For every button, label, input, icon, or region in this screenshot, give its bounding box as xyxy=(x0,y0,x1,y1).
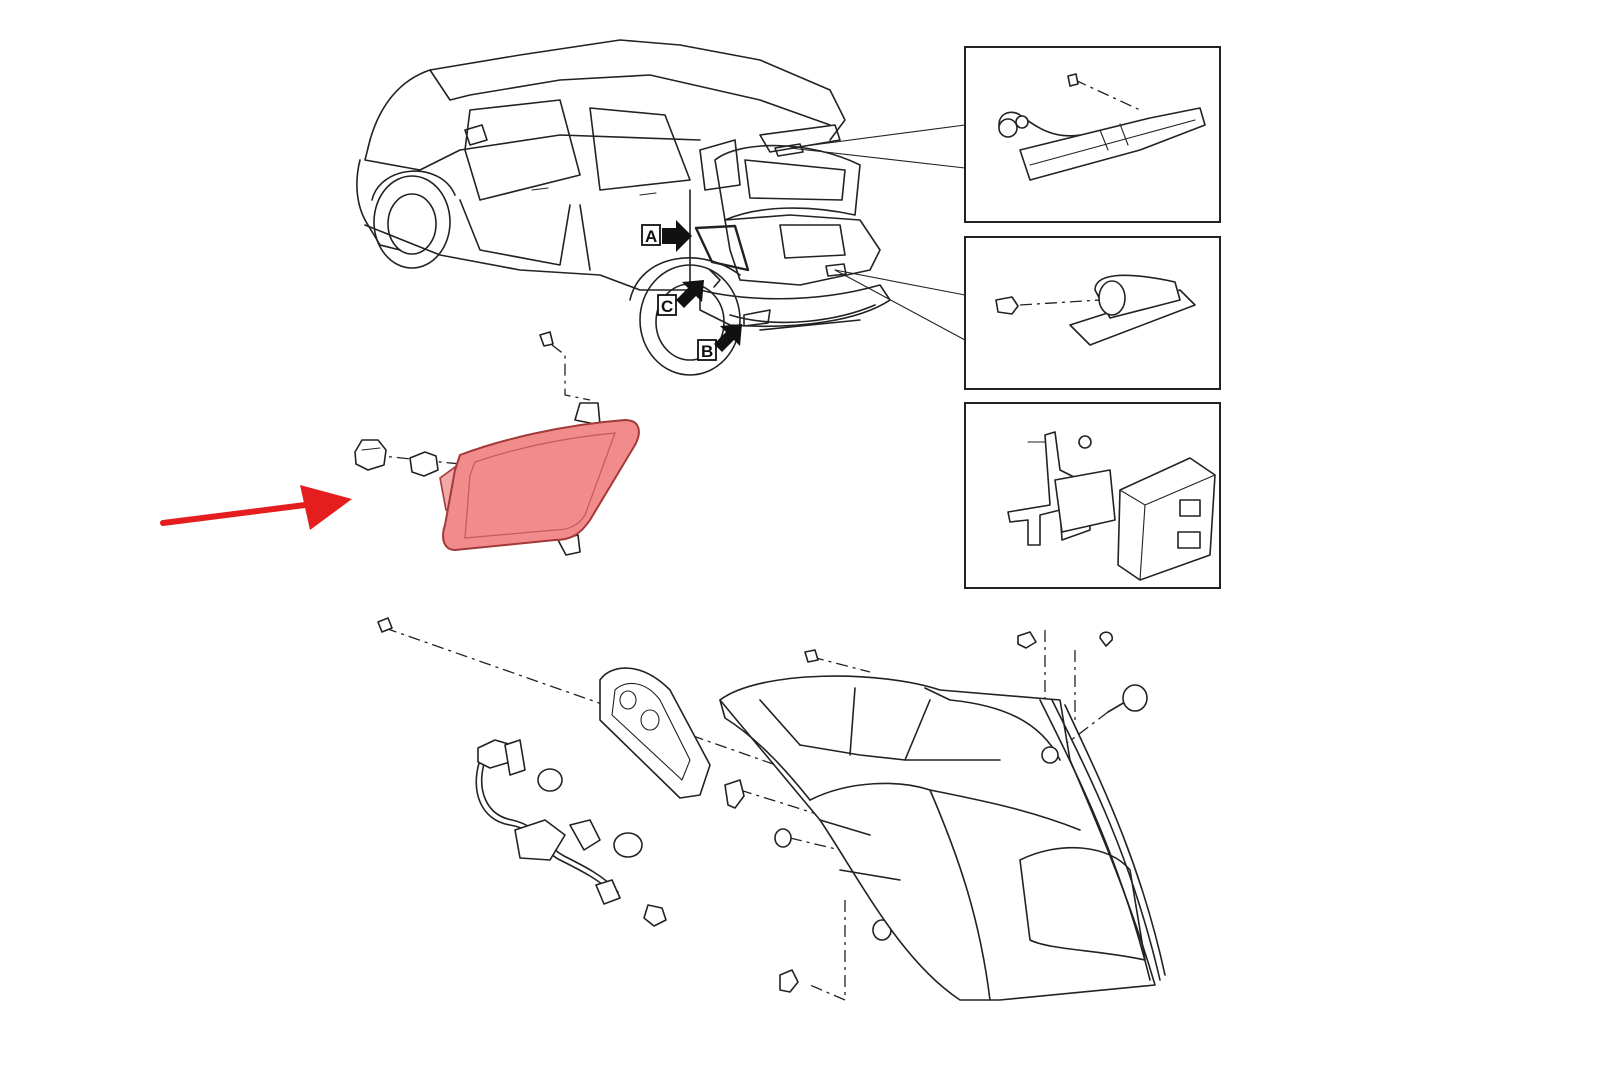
screw-icon xyxy=(779,969,799,993)
cap-icon xyxy=(1122,684,1148,712)
reflector-lamp-bulb-icon xyxy=(409,451,439,477)
bulb-icon xyxy=(537,768,563,792)
harness-connector-icon xyxy=(514,819,566,861)
nut-icon xyxy=(1078,435,1092,449)
red-indicator-arrow-icon xyxy=(160,485,352,530)
high-mount-lamp-housing xyxy=(1019,107,1206,181)
callout-a: A xyxy=(641,220,692,252)
callout-a-label: A xyxy=(645,227,657,246)
callout-box-license-plate-lamp xyxy=(964,236,1221,390)
screw-icon xyxy=(724,779,745,809)
tail-lamp-gasket xyxy=(599,667,711,799)
grommet-icon xyxy=(774,828,792,848)
bulb-icon xyxy=(613,832,643,858)
arrow-c-icon xyxy=(676,280,704,308)
screw-icon xyxy=(804,649,819,663)
tail-lamp-housing xyxy=(719,675,1166,1001)
bulb-icon xyxy=(1015,115,1029,129)
callout-c: C xyxy=(657,280,704,316)
callout-c-box xyxy=(657,294,677,316)
callout-box-control-module xyxy=(964,402,1221,589)
arrow-a-icon xyxy=(662,220,692,252)
callout-b-label: B xyxy=(701,342,713,361)
bulb-socket-icon xyxy=(998,118,1018,138)
module-connector-icon xyxy=(1179,499,1201,517)
clip-icon xyxy=(1017,631,1037,649)
bulb-icon xyxy=(643,904,667,927)
socket-icon xyxy=(595,879,621,905)
callout-b: B xyxy=(697,324,742,361)
rear-bumper-reflector-lamp-assembly xyxy=(354,331,640,556)
nut-icon xyxy=(1099,631,1113,647)
callout-b-box xyxy=(697,339,717,361)
callout-c-label: C xyxy=(661,297,673,316)
callout-box-high-mount-stop-lamp xyxy=(964,46,1221,223)
callout-a-box xyxy=(641,224,661,246)
tail-lamp-exploded-view xyxy=(377,617,1166,1001)
arrow-b-icon xyxy=(714,324,742,352)
license-lamp-bulb-icon xyxy=(995,296,1019,315)
license-lamp-socket-icon xyxy=(1098,280,1126,316)
screw-icon xyxy=(539,331,554,347)
reflector-lamp-socket-icon xyxy=(354,439,387,471)
screw-icon xyxy=(1067,73,1079,87)
reflector-lamp-tab xyxy=(574,402,601,426)
tail-lamp-wiring-harness xyxy=(475,739,667,927)
lamp-wiring-icon xyxy=(998,111,1081,137)
vehicle-illustration xyxy=(356,39,891,376)
screw-icon xyxy=(377,617,393,633)
module-connector-icon xyxy=(1177,531,1201,549)
adjuster-icon xyxy=(1041,746,1059,764)
socket-icon xyxy=(569,819,601,851)
